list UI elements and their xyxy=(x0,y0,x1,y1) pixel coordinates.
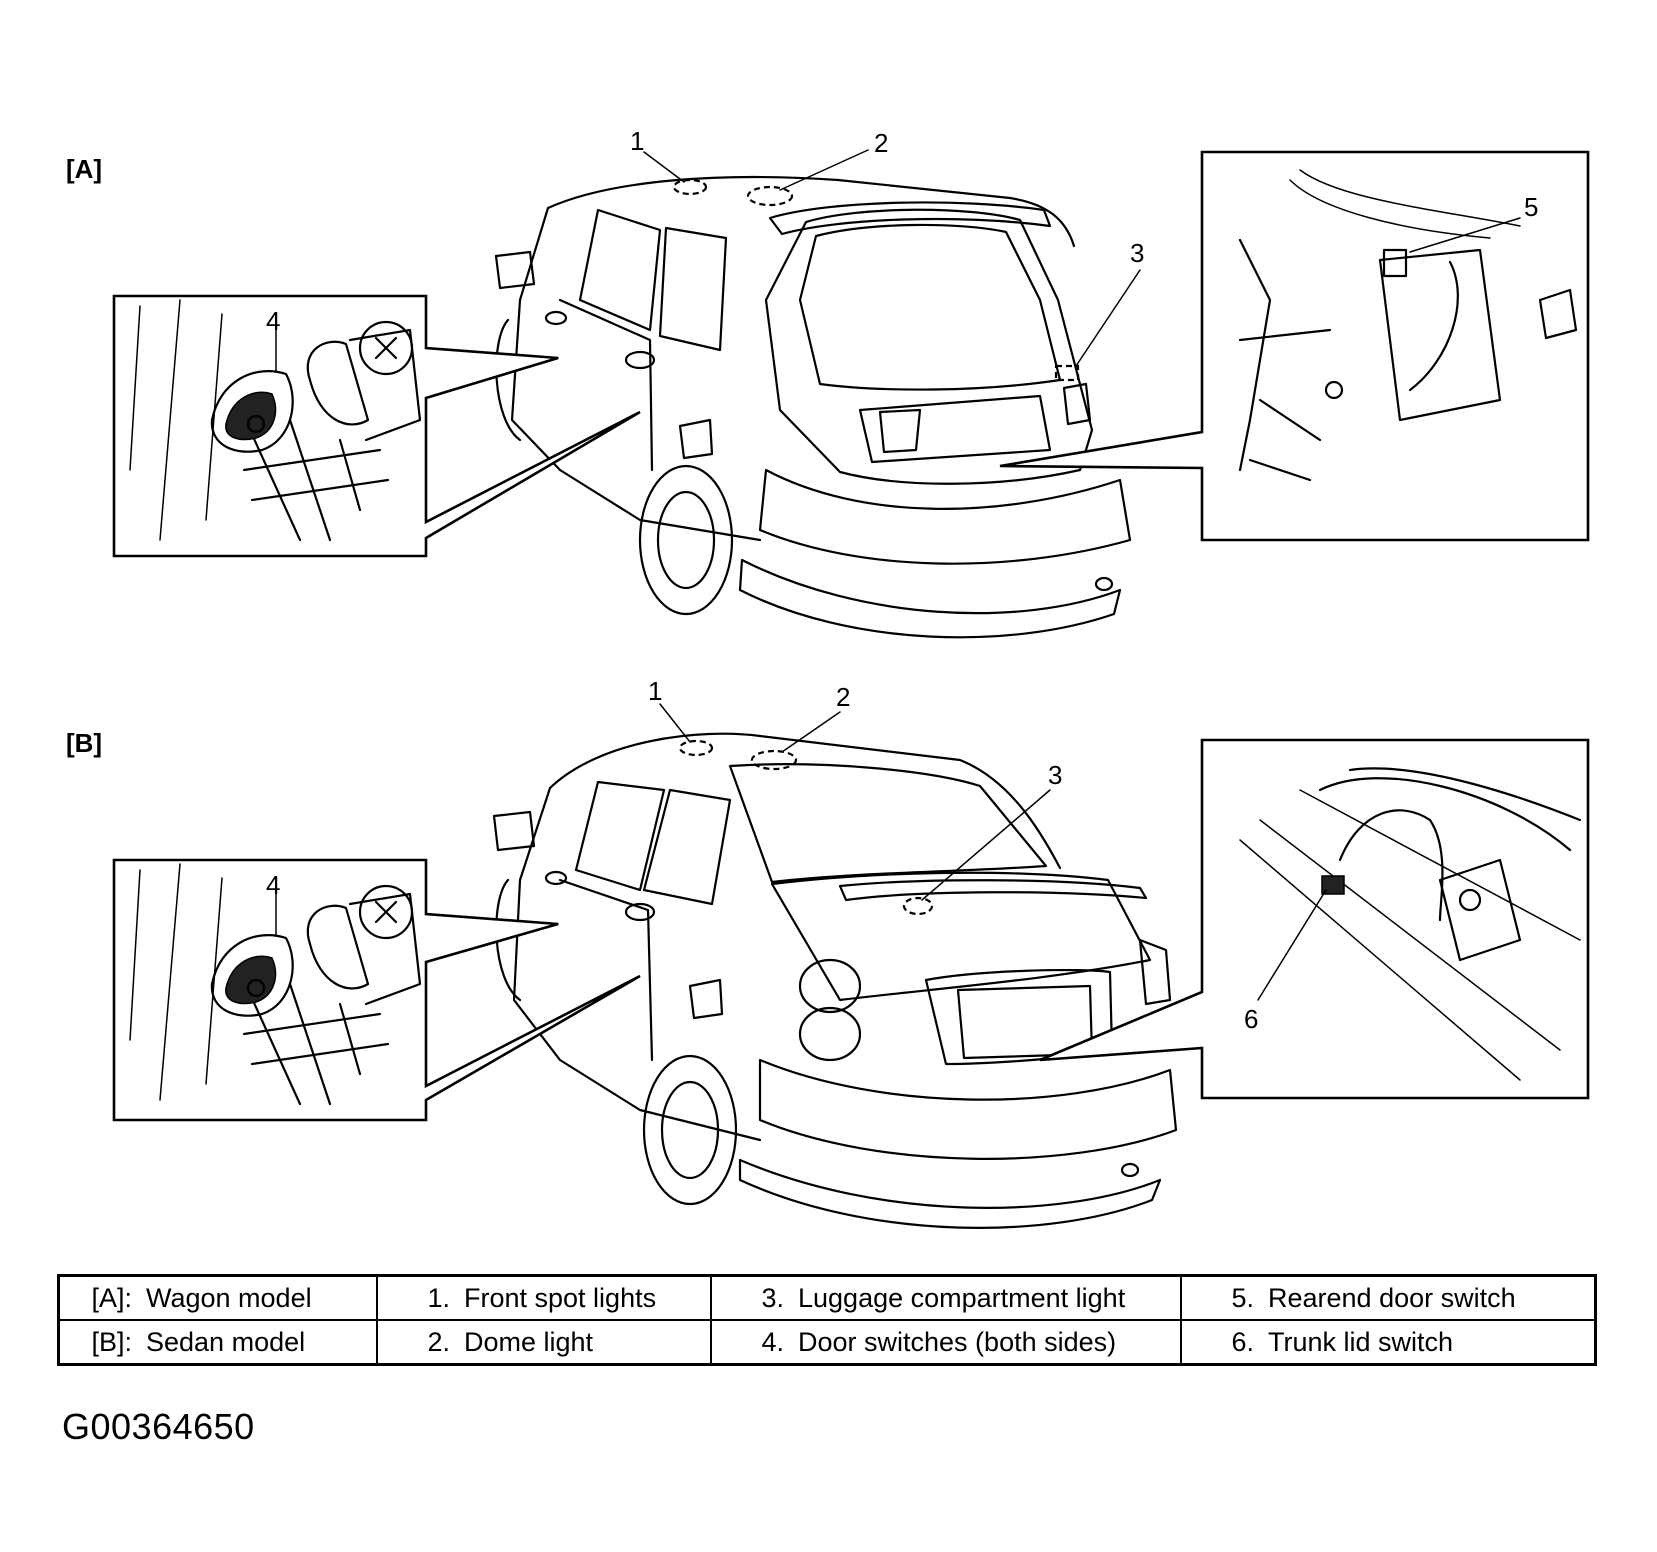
sedan-illustration xyxy=(492,732,1178,1229)
rearend-door-switch-inset xyxy=(999,150,1590,542)
legend-cell: 1. Front spot lights xyxy=(376,1274,712,1321)
legend-text: Door switches (both sides) xyxy=(798,1326,1117,1357)
legend-key: 2. xyxy=(427,1326,450,1357)
legend-row: [A]: Wagon model 1. Front spot lights 3. Lu… xyxy=(57,1274,1597,1321)
callout-a-3: 3 xyxy=(1130,238,1144,268)
front-spot-light-marker xyxy=(672,178,708,196)
callouts-a: 1 2 3 5 4 xyxy=(266,126,1538,367)
legend-key: 3. xyxy=(761,1282,784,1313)
legend-text: Trunk lid switch xyxy=(1268,1326,1454,1357)
figure-id: G00364650 xyxy=(62,1406,255,1447)
legend-text: Front spot lights xyxy=(464,1282,657,1313)
door-switch-inset-b xyxy=(112,858,641,1122)
legend-text: Sedan model xyxy=(146,1326,306,1357)
legend-row: [B]: Sedan model 2. Dome light 4. Door swit… xyxy=(57,1319,1597,1366)
luggage-light-marker xyxy=(1054,364,1080,382)
front-spot-light-marker-b xyxy=(678,739,714,757)
legend-cell: 4. Door switches (both sides) xyxy=(710,1319,1182,1366)
legend-text: Luggage compartment light xyxy=(798,1282,1126,1313)
legend-text: Dome light xyxy=(464,1326,594,1357)
callout-b-2: 2 xyxy=(836,682,850,712)
door-switch-inset-a xyxy=(112,294,641,558)
wagon-illustration xyxy=(494,175,1132,639)
legend-cell: 5. Rearend door switch xyxy=(1180,1274,1597,1321)
section-b-label: [B] xyxy=(66,728,102,758)
legend-cell: [B]: Sedan model xyxy=(57,1319,378,1366)
callouts-b: 1 2 3 6 4 xyxy=(266,676,1327,1034)
legend-cell: 3. Luggage compartment light xyxy=(710,1274,1182,1321)
callout-b-6: 6 xyxy=(1244,1004,1258,1034)
legend-cell: 6. Trunk lid switch xyxy=(1180,1319,1597,1366)
legend-key: [B]: xyxy=(91,1326,132,1357)
dome-light-marker xyxy=(746,185,794,207)
legend-key: 6. xyxy=(1231,1326,1254,1357)
legend-cell: 2. Dome light xyxy=(376,1319,712,1366)
wagon-section: [A] xyxy=(66,126,1590,639)
luggage-light-marker-b xyxy=(902,896,934,916)
legend-table: [A]: Wagon model 1. Front spot lights 3. Lu… xyxy=(57,1274,1597,1366)
callout-b-3: 3 xyxy=(1048,760,1062,790)
legend-key: 4. xyxy=(761,1326,784,1357)
callout-a-2: 2 xyxy=(874,128,888,158)
callout-a-1: 1 xyxy=(630,126,644,156)
trunk-lid-switch-inset xyxy=(1039,738,1590,1100)
callout-b-1: 1 xyxy=(648,676,662,706)
callout-a-5: 5 xyxy=(1524,192,1538,222)
callout-b-4: 4 xyxy=(266,870,280,900)
legend-key: 1. xyxy=(427,1282,450,1313)
legend-key: 5. xyxy=(1231,1282,1254,1313)
legend-key: [A]: xyxy=(91,1282,132,1313)
dome-light-marker-b xyxy=(750,749,798,771)
legend-cell: [A]: Wagon model xyxy=(57,1274,378,1321)
legend-text: Wagon model xyxy=(146,1282,312,1313)
sedan-section: [B] xyxy=(66,676,1590,1229)
section-a-label: [A] xyxy=(66,154,102,184)
legend-text: Rearend door switch xyxy=(1268,1282,1516,1313)
callout-a-4: 4 xyxy=(266,306,280,336)
